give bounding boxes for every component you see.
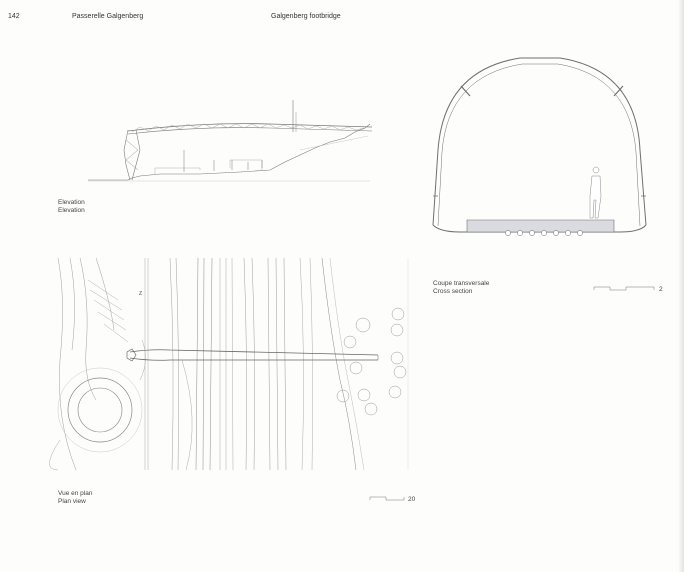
cross-section-scale-bar bbox=[593, 286, 655, 291]
plan-scale-bar bbox=[369, 496, 405, 501]
person-silhouette bbox=[589, 166, 602, 219]
page-gutter-shadow bbox=[678, 0, 684, 572]
plan-scale-value: 20 bbox=[408, 496, 416, 503]
plan-small-mark: Z bbox=[139, 291, 143, 297]
plan-label-english: Plan view bbox=[58, 498, 86, 505]
elevation-drawing bbox=[88, 100, 373, 182]
page-number: 142 bbox=[8, 13, 20, 20]
cross-section-scale-value: 2 bbox=[659, 286, 663, 293]
title-french: Passerelle Galgenberg bbox=[72, 13, 144, 20]
cross-section-label-french: Coupe transversale bbox=[433, 280, 490, 287]
elevation-label-french: Elevation bbox=[58, 199, 85, 206]
plan-label-french: Vue en plan bbox=[58, 490, 93, 497]
cross-section-drawing bbox=[432, 57, 647, 236]
cross-section-label-english: Cross section bbox=[433, 288, 473, 295]
elevation-label-english: Elevation bbox=[58, 207, 85, 214]
plan-view-drawing bbox=[49, 257, 409, 471]
title-english: Galgenberg footbridge bbox=[271, 13, 341, 20]
